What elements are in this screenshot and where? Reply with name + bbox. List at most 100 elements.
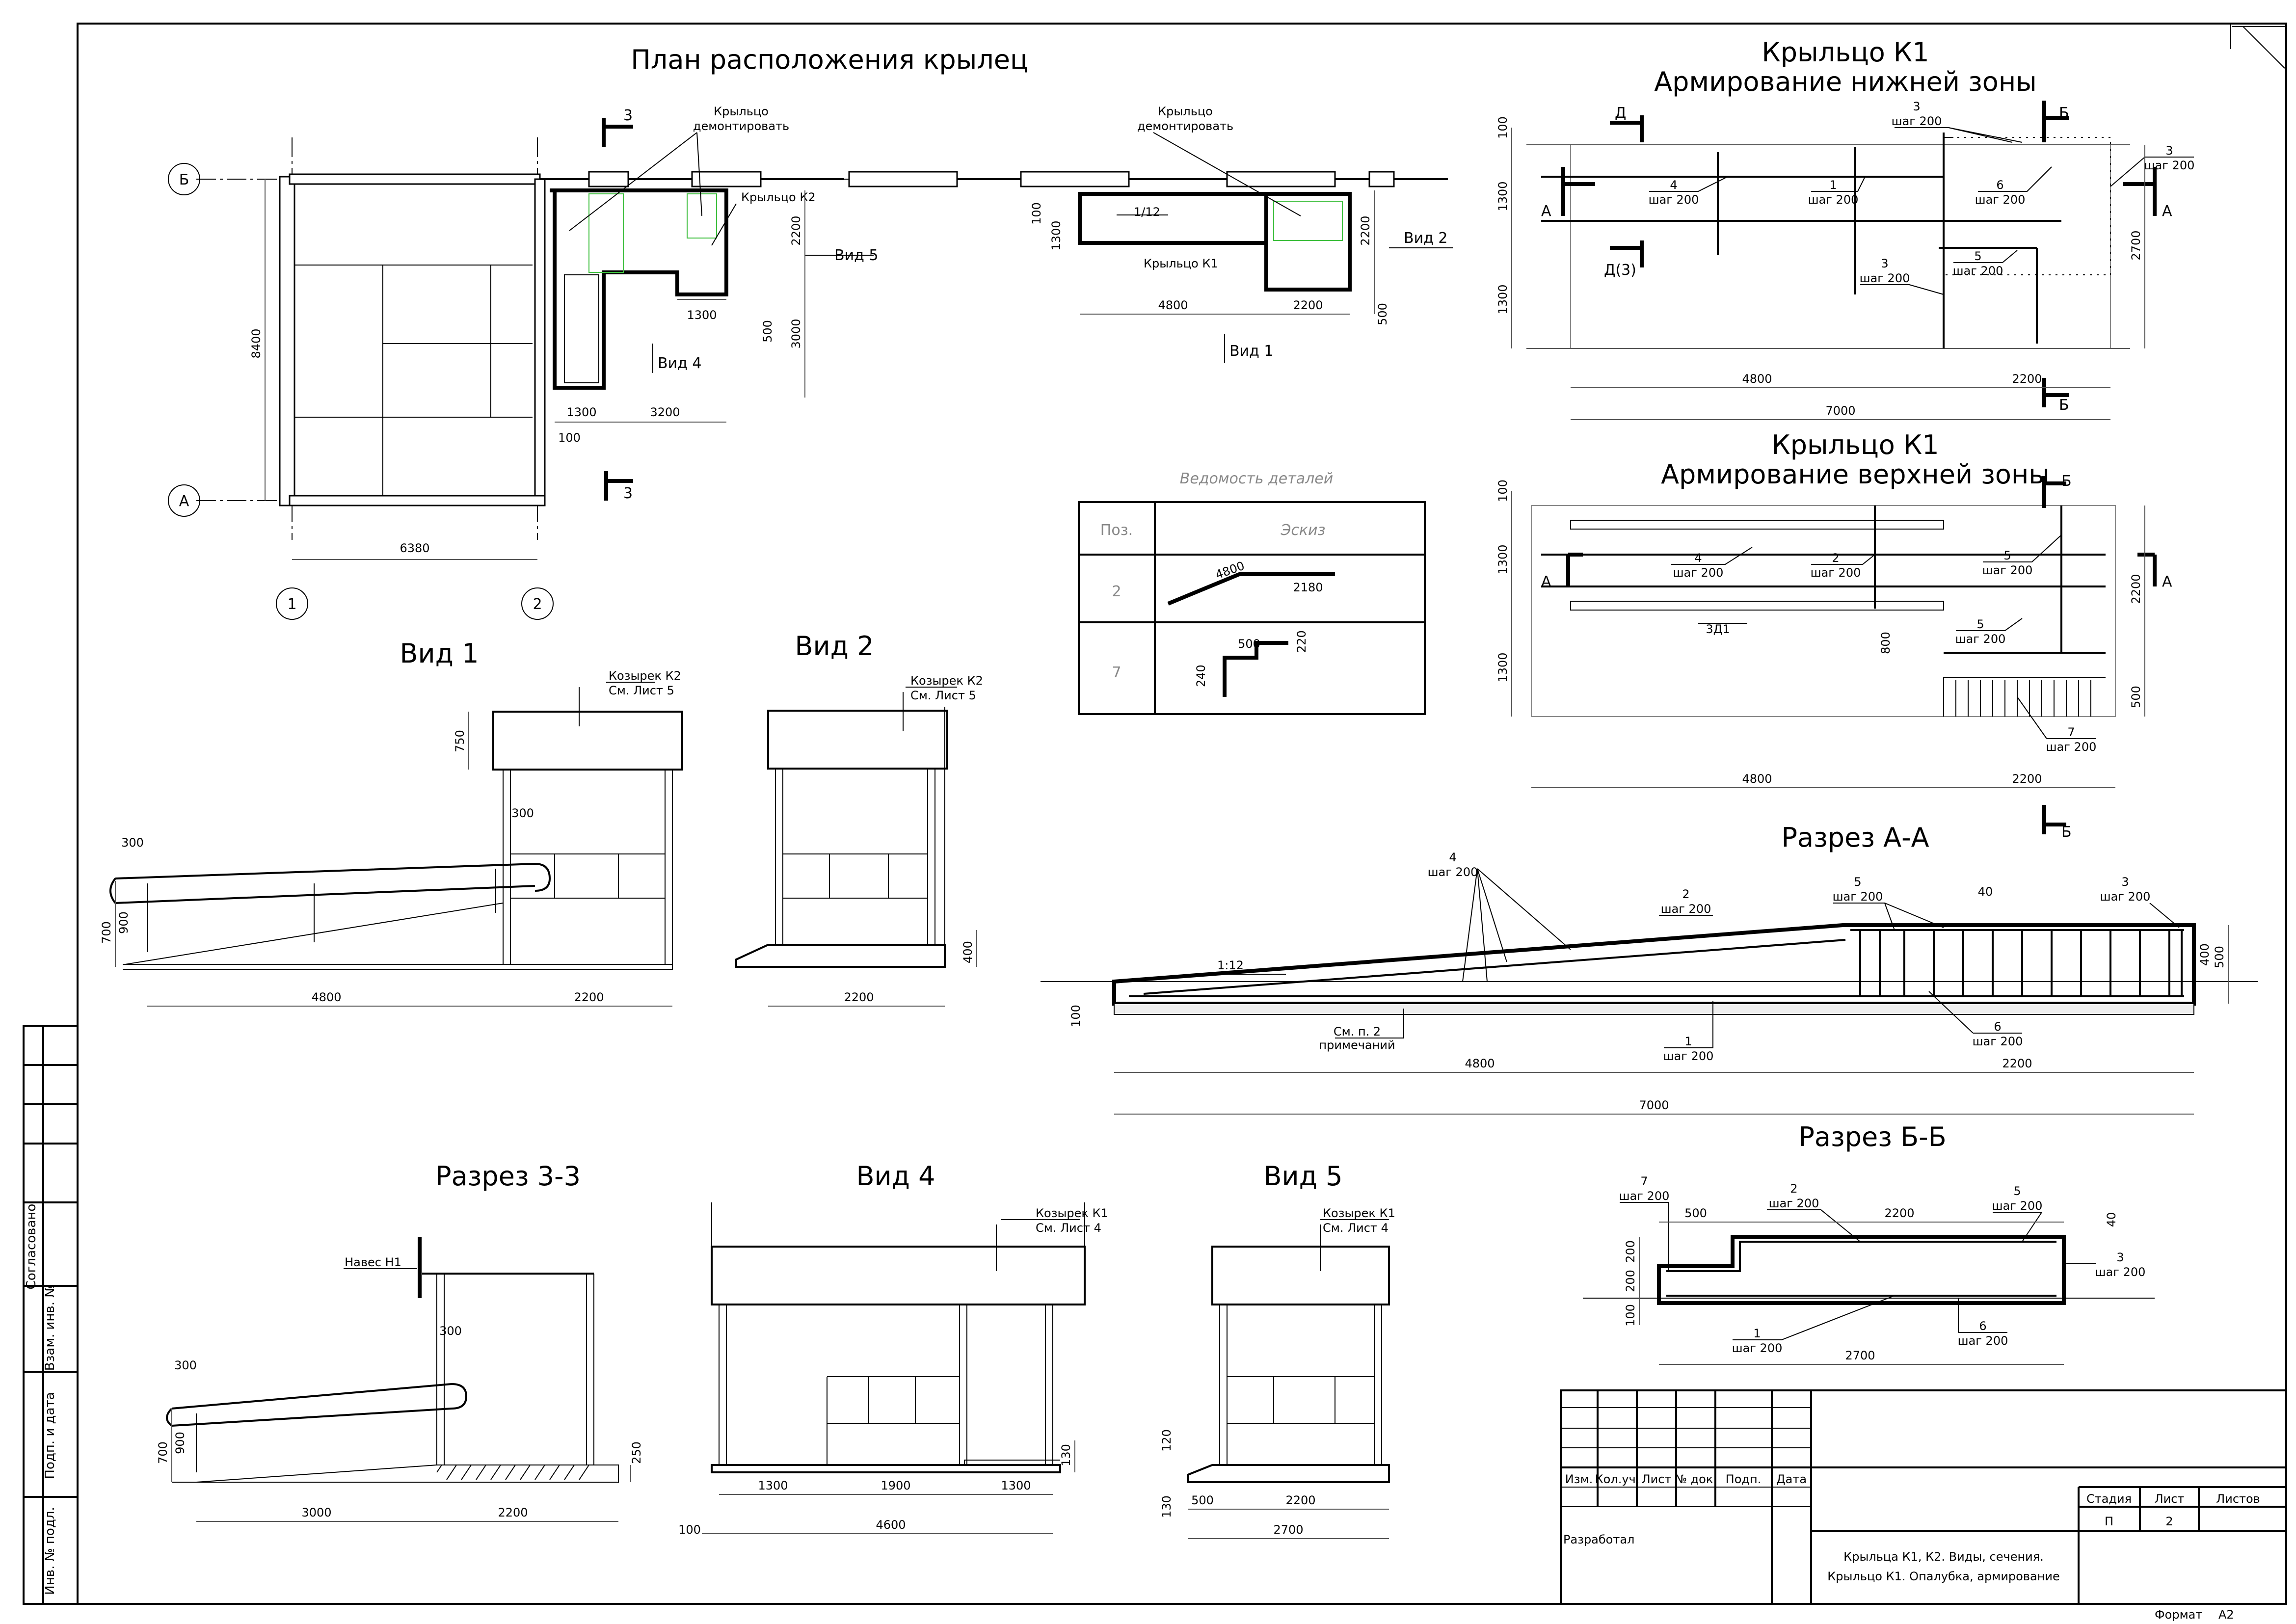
side-stamp: Согласовано Взам. инв. № Подп. и дата Ин…	[23, 1025, 79, 1605]
label-view4-dims-3: 1300	[1001, 1479, 1031, 1492]
label-k1_bottom-cuts-3: А	[2162, 203, 2172, 220]
label-section_aa-marks-1: шаг 200	[1428, 865, 1478, 879]
label-section_aa-marks-3: шаг 200	[1661, 902, 1711, 916]
label-k1_bottom-marks-8: 3	[2165, 144, 2173, 158]
label-k1_top-marks-0: 4	[1694, 551, 1702, 565]
label-plan-dims-12: 1300	[1049, 220, 1063, 250]
axis-a-label: А	[179, 493, 189, 510]
k1-demolish-line2: демонтировать	[1137, 119, 1233, 133]
label-plan-section3: 3	[623, 107, 633, 124]
axis-2-label: 2	[533, 596, 542, 613]
label-view4-dims-1: 1300	[758, 1479, 788, 1492]
k1-top-title2: Армирование верхней зоны	[1661, 459, 2050, 490]
label-k1_bottom-marks-6: 6	[1996, 178, 2003, 192]
label-section_bb-dims-6: 2700	[1845, 1349, 1875, 1362]
plan-slope-k1: 1/12	[1134, 205, 1160, 219]
label-view1-dims-0: 750	[453, 730, 467, 752]
label-view1-dims-1: 300	[511, 806, 534, 820]
section-bb: Разрез Б-Б 7 шаг 200 2 шаг 200 5 шаг 200…	[1583, 1121, 2155, 1365]
label-plan-dims-14: 500	[1376, 303, 1389, 325]
label-details-rows-1-d2: 220	[1295, 630, 1308, 653]
label-section_aa-marks-0: 4	[1449, 851, 1456, 864]
label-section_33-dims-4: 250	[630, 1441, 643, 1464]
label-title_block-cols-5: Дата	[1776, 1472, 1807, 1486]
label-section_bb-marks-2: 2	[1790, 1182, 1797, 1196]
k2-demolish-line1: Крыльцо	[714, 105, 769, 118]
plan-porch-k1-label: Крыльцо К1	[1144, 257, 1218, 270]
label-k1_top-marks-5: шаг 200	[1982, 563, 2033, 577]
axis-b-label: Б	[179, 171, 189, 188]
label-k1_top-dims-4: 2200	[2129, 574, 2143, 604]
label-section_aa-marks-2: 2	[1682, 887, 1689, 901]
label-k1_bottom-marks-3: шаг 200	[1649, 193, 1699, 207]
format-label: Формат	[2155, 1608, 2202, 1622]
label-details-rows-0-pos: 2	[1112, 583, 1121, 600]
label-section_aa-slope: 1:12	[1217, 958, 1244, 972]
stamp-agreed: Согласовано	[24, 1204, 39, 1290]
label-view1-dims-2: 300	[121, 836, 144, 850]
label-plan-dims-5: 2200	[789, 215, 803, 245]
label-k1_bottom-dims-0: 100	[1496, 116, 1510, 139]
label-view4-dims-2: 1900	[881, 1479, 910, 1492]
label-k1_top-cuts-0: Б	[2061, 473, 2072, 490]
plan-view: План расположения крылец Б А 1 2	[168, 44, 1453, 620]
view1-elevation: Вид 1 Козырек К2 См. Лист 5 750 300 300 …	[100, 638, 683, 1007]
label-section_aa-dims-3: 100	[1069, 1005, 1083, 1027]
label-view5-dims-0: 120	[1160, 1429, 1174, 1452]
label-plan-dims-10: 2200	[1293, 298, 1323, 312]
label-section_bb-marks-10: 6	[1979, 1319, 1986, 1333]
label-view1-dims-3: 700	[100, 921, 113, 944]
label-k1_bottom-cuts-1: Д(3)	[1604, 262, 1636, 279]
label-k1_top-dims-3: 800	[1879, 632, 1893, 654]
label-k1_bottom-marks-10: 5	[1974, 249, 1981, 263]
label-title_block-stage_h: Стадия	[2086, 1492, 2132, 1506]
label-k1_top-marks-7: шаг 200	[1955, 632, 2006, 646]
label-view4-dims-0: 130	[1059, 1444, 1073, 1466]
label-details-rows-0-d2: 2180	[1293, 581, 1323, 594]
label-title_block-cols-3: № док.	[1675, 1472, 1717, 1486]
label-section_aa-dims-0: 40	[1978, 885, 1993, 899]
view5-title: Вид 5	[1264, 1161, 1343, 1192]
view2-title: Вид 2	[795, 631, 874, 662]
label-section_aa-marks-4: 5	[1854, 875, 1861, 889]
porch-k2-outline	[550, 188, 728, 390]
label-plan-dims-6: 3000	[789, 319, 803, 348]
label-view5-dims-1: 130	[1160, 1495, 1174, 1518]
label-view4-dims-5: 4600	[876, 1518, 906, 1532]
label-section_bb-marks-3: шаг 200	[1769, 1197, 1819, 1210]
label-section_33-dims-5: 3000	[301, 1506, 331, 1519]
label-k1_top-cuts-3: А	[2162, 573, 2172, 590]
label-section_bb-dims-5: 100	[1624, 1304, 1637, 1327]
label-k1_bottom-cuts-2: А	[1541, 203, 1551, 220]
label-section_bb-dims-2: 40	[2105, 1212, 2118, 1227]
label-k1_bottom-cuts-4: Б	[2059, 105, 2069, 122]
label-section_33-canopy: Навес Н1	[345, 1255, 401, 1269]
label-k1_bottom-dims-6: 7000	[1825, 404, 1855, 418]
label-plan-dims-2: 1300	[566, 405, 596, 419]
label-k1_bottom-marks-5: шаг 200	[1808, 193, 1859, 207]
label-view5-dims-4: 2700	[1273, 1523, 1303, 1537]
label-plan-dims-0: 8400	[249, 328, 263, 358]
label-k1_top-cuts-2: А	[1541, 573, 1551, 590]
label-details-rows-1-d3: 240	[1194, 665, 1208, 687]
label-details-rows-1-pos: 7	[1112, 664, 1121, 681]
label-section_aa-marks-7: шаг 200	[2100, 890, 2151, 904]
label-k1_bottom-marks-2: 4	[1670, 178, 1677, 192]
section-33: Разрез 3-3 Навес Н1 300 300 700 900 250 …	[156, 1161, 643, 1522]
label-section_33-dims-1: 300	[174, 1358, 197, 1372]
label-section_aa-dims-1: 400	[2198, 943, 2212, 966]
label-details-rows-1-d1: 500	[1238, 637, 1260, 651]
drawing-name-2: Крыльцо К1. Опалубка, армирование	[1827, 1570, 2059, 1583]
label-section_33-dims-2: 700	[156, 1441, 170, 1464]
k1-bottom-title1: Крыльцо К1	[1762, 37, 1929, 68]
details-col-sketch: Эскиз	[1280, 522, 1325, 539]
label-k1_bottom-cuts-5: Б	[2059, 397, 2069, 414]
label-section_33-dims-6: 2200	[498, 1506, 528, 1519]
label-section_33-dims-0: 300	[439, 1324, 462, 1338]
label-view2-dims-0: 400	[961, 941, 975, 963]
label-section_bb-dims-3: 200	[1624, 1240, 1637, 1263]
label-k1_bottom-marks-9: шаг 200	[2144, 159, 2195, 172]
k1-bottom-reinforcement: Крыльцо К1 Армирование нижней зоны Д Д(3…	[1496, 37, 2194, 420]
label-k1_top-marks-3: шаг 200	[1811, 566, 1861, 580]
label-view5-dims-2: 500	[1191, 1493, 1214, 1507]
